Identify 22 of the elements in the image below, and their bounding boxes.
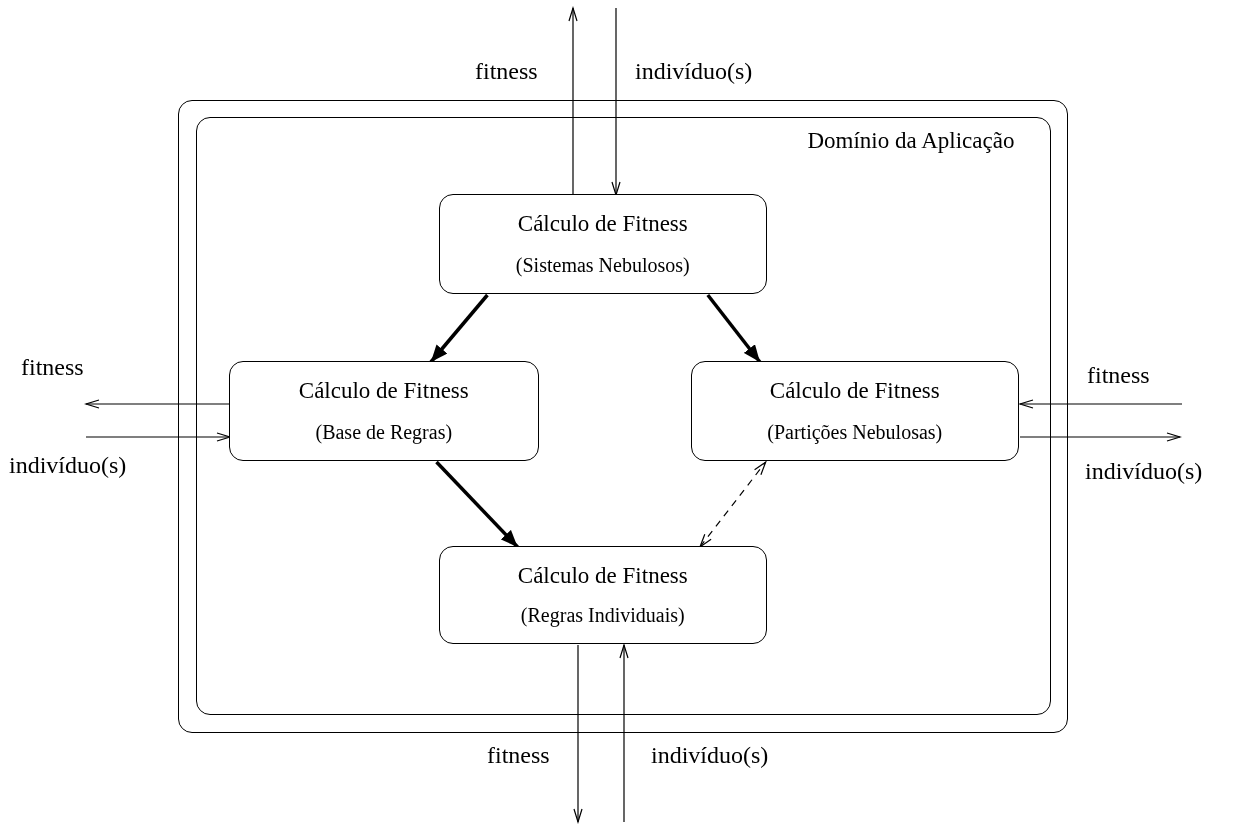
box-title: Cálculo de Fitness — [517, 562, 688, 589]
process-box — [438, 545, 767, 644]
box-subtitle: (Sistemas Nebulosos) — [515, 253, 690, 277]
process-box — [228, 360, 539, 461]
box-subtitle: (Regras Individuais) — [520, 604, 685, 628]
process-box — [690, 360, 1019, 461]
box-title: Cálculo de Fitness — [298, 378, 469, 405]
arrow — [619, 644, 629, 823]
box-subtitle: (Base de Regras) — [315, 420, 453, 444]
arrow — [85, 399, 231, 409]
box-title: Cálculo de Fitness — [517, 211, 688, 238]
box-title: Cálculo de Fitness — [769, 378, 940, 405]
box-subtitle: (Partições Nebulosas) — [767, 420, 943, 444]
frame-title: Domínio da Aplicação — [807, 128, 1015, 155]
process-box — [438, 193, 767, 294]
arrow — [699, 461, 767, 548]
arrow — [568, 7, 578, 196]
arrow — [1019, 399, 1183, 409]
arrow — [1019, 432, 1181, 442]
arrow — [611, 7, 621, 196]
arrow — [85, 432, 231, 442]
arrow — [573, 644, 583, 823]
